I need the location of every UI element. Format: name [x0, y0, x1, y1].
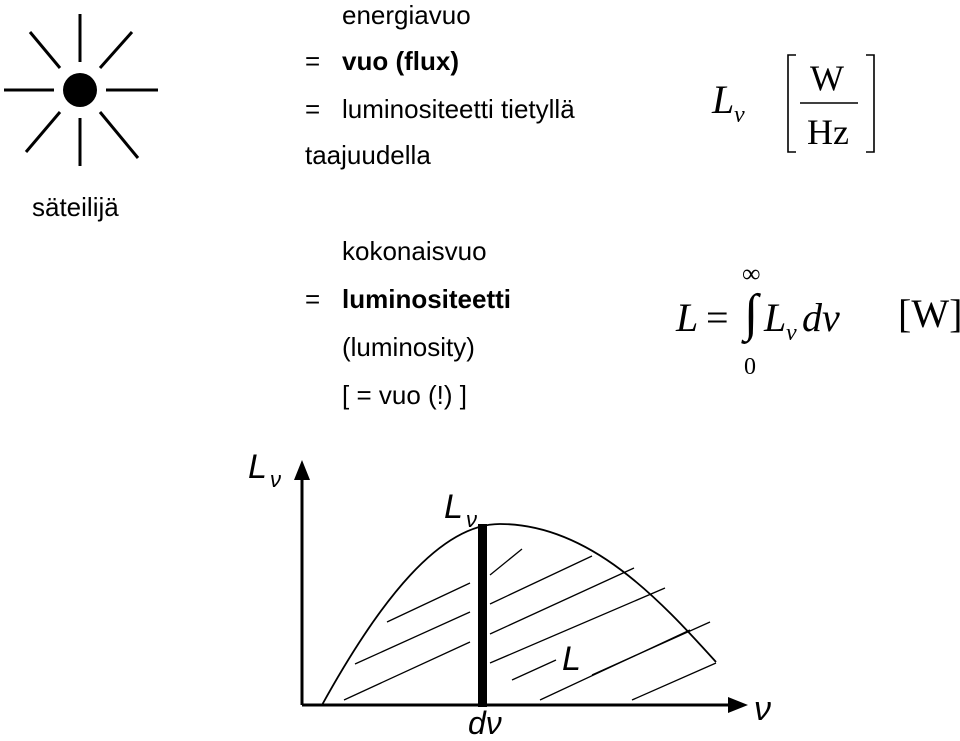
- block1-eq1: =: [305, 46, 321, 76]
- emitter-label: säteilijä: [32, 192, 119, 222]
- formula2-unit: [W]: [898, 291, 960, 336]
- formula1-symbol: L: [712, 77, 735, 122]
- hatch-lines: [343, 548, 717, 701]
- graph-area-label: L: [562, 640, 581, 678]
- spectrum-curve: [321, 523, 717, 706]
- formula2-integrand: L: [764, 295, 787, 340]
- block1-line3: luminositeetti tietyllä: [342, 94, 575, 124]
- graph-strip-label: dν: [468, 705, 502, 741]
- frequency-strip: [478, 524, 487, 707]
- graph-y-axis-subscript: ν: [270, 467, 281, 492]
- graph-x-axis-label: ν: [754, 690, 771, 728]
- formula2-equals: =: [706, 295, 729, 340]
- graph-axes: [300, 472, 736, 707]
- block2-line3: (luminosity): [342, 332, 475, 362]
- unit-brackets: [787, 54, 875, 153]
- formula2-lhs: L: [676, 295, 699, 340]
- block2-eq: =: [305, 284, 321, 314]
- block1-line4: taajuudella: [305, 140, 431, 170]
- formula2-upper-limit: ∞: [742, 259, 761, 288]
- formula1-unit-numerator: W: [810, 58, 844, 98]
- formula2-integral-sign: ∫: [744, 285, 759, 342]
- graph-y-axis-label: L: [248, 448, 267, 486]
- formula2-integrand-subscript: ν: [786, 320, 797, 346]
- formula2-lower-limit: 0: [744, 354, 756, 380]
- graph-peak-label: L: [444, 488, 463, 526]
- graph-peak-subscript: ν: [466, 507, 477, 532]
- formula2-differential: dν: [802, 295, 840, 340]
- block1-line2: vuo (flux): [342, 46, 459, 76]
- block1-line1: energiavuo: [342, 0, 471, 30]
- formula1-subscript: ν: [734, 102, 745, 128]
- block2-line4: [ = vuo (!) ]: [342, 380, 467, 410]
- block2-line1: kokonaisvuo: [342, 236, 487, 266]
- emitter-icon: [4, 14, 158, 166]
- block2-line2: luminositeetti: [342, 284, 512, 314]
- y-axis-arrow: [294, 460, 310, 480]
- formula1-unit-denominator: Hz: [807, 112, 849, 152]
- x-axis-arrow: [728, 697, 748, 713]
- block1-eq2: =: [305, 94, 321, 124]
